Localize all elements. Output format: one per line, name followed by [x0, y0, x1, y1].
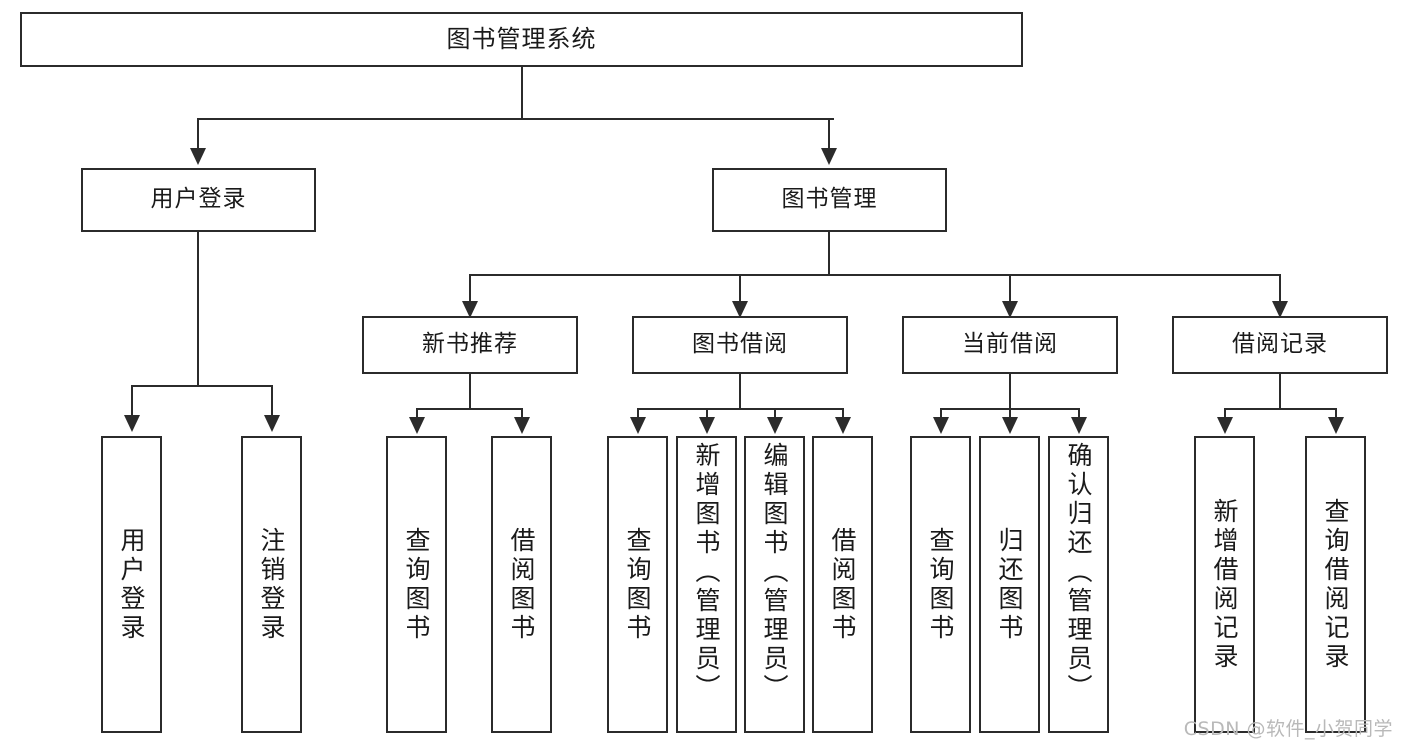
connector-login-to-leaf-1 [131, 385, 133, 417]
connector-borrow-to-leaf-1 [637, 408, 639, 419]
node-label: 借阅记录 [1232, 331, 1328, 358]
leaf-borrow-query-book[interactable]: 查询图书 [607, 436, 668, 733]
node-book-management[interactable]: 图书管理 [712, 168, 947, 232]
leaf-current-query-book[interactable]: 查询图书 [910, 436, 971, 733]
leaf-newbook-query-book[interactable]: 查询图书 [386, 436, 447, 733]
node-label: 借阅图书 [507, 526, 536, 643]
arrowhead-icon [835, 417, 851, 434]
connector-login-stem [197, 232, 199, 386]
node-label: 新书推荐 [422, 331, 518, 358]
arrowhead-icon [462, 301, 478, 318]
leaf-borrow-edit-book-admin[interactable]: 编辑图书（管理员） [744, 436, 805, 733]
arrowhead-icon [409, 417, 425, 434]
node-label: 查询借阅记录 [1321, 497, 1350, 672]
node-label: 查询图书 [402, 526, 431, 643]
watermark-text: CSDN @软件_小贺同学 [1183, 718, 1393, 740]
connector-root-to-bookmgmt [828, 118, 830, 150]
node-label: 图书管理 [781, 186, 878, 213]
connector-login-bus [131, 385, 272, 387]
arrowhead-icon [933, 417, 949, 434]
connector-record-to-leaf-2 [1335, 408, 1337, 419]
leaf-newbook-borrow-book[interactable]: 借阅图书 [491, 436, 552, 733]
connector-current-stem [1009, 374, 1011, 409]
arrowhead-icon [1272, 301, 1288, 318]
node-user-login[interactable]: 用户登录 [81, 168, 316, 232]
leaf-borrow-add-book-admin[interactable]: 新增图书（管理员） [676, 436, 737, 733]
connector-login-to-leaf-2 [271, 385, 273, 417]
connector-newbook-to-leaf-2 [521, 408, 523, 419]
connector-borrow-stem [739, 374, 741, 409]
arrowhead-icon [1071, 417, 1087, 434]
node-label: 图书管理系统 [446, 25, 597, 54]
connector-bookmgmt-to-current [1009, 274, 1011, 303]
connector-borrow-bus [637, 408, 844, 410]
connector-bookmgmt-to-new-book [469, 274, 471, 303]
node-label: 查询图书 [926, 526, 955, 643]
connector-root-to-login [197, 118, 199, 150]
node-root-system[interactable]: 图书管理系统 [20, 12, 1023, 67]
arrowhead-icon [1002, 417, 1018, 434]
arrowhead-icon [124, 415, 140, 432]
connector-current-to-leaf-1 [940, 408, 942, 419]
connector-bookmgmt-to-record [1279, 274, 1281, 303]
connector-newbook-bus [416, 408, 522, 410]
arrowhead-icon [821, 148, 837, 165]
node-label: 编辑图书（管理员） [760, 442, 789, 703]
leaf-current-confirm-return-admin[interactable]: 确认归还（管理员） [1048, 436, 1109, 733]
leaf-record-add-record[interactable]: 新增借阅记录 [1194, 436, 1255, 733]
node-label: 图书借阅 [692, 331, 788, 358]
node-label: 归还图书 [995, 526, 1024, 643]
connector-current-to-leaf-2 [1009, 408, 1011, 419]
arrowhead-icon [1002, 301, 1018, 318]
node-label: 注销登录 [257, 526, 286, 643]
connector-borrow-to-leaf-4 [842, 408, 844, 419]
node-label: 用户登录 [117, 526, 146, 643]
connector-record-stem [1279, 374, 1281, 409]
node-label: 查询图书 [623, 526, 652, 643]
node-new-book-recommend[interactable]: 新书推荐 [362, 316, 578, 374]
connector-bookmgmt-stem [828, 232, 830, 275]
leaf-user-login[interactable]: 用户登录 [101, 436, 162, 733]
connector-newbook-to-leaf-1 [416, 408, 418, 419]
connector-record-to-leaf-1 [1224, 408, 1226, 419]
arrowhead-icon [264, 415, 280, 432]
connector-root-stem [521, 67, 523, 119]
arrowhead-icon [514, 417, 530, 434]
arrowhead-icon [699, 417, 715, 434]
leaf-current-return-book[interactable]: 归还图书 [979, 436, 1040, 733]
arrowhead-icon [732, 301, 748, 318]
connector-bookmgmt-bus [469, 274, 1281, 276]
node-label: 确认归还（管理员） [1064, 442, 1093, 703]
leaf-record-query-record[interactable]: 查询借阅记录 [1305, 436, 1366, 733]
leaf-logout[interactable]: 注销登录 [241, 436, 302, 733]
connector-record-bus [1224, 408, 1335, 410]
node-label: 新增图书（管理员） [692, 442, 721, 703]
node-label: 借阅图书 [828, 526, 857, 643]
arrowhead-icon [767, 417, 783, 434]
connector-bookmgmt-to-borrow [739, 274, 741, 303]
node-borrow-record[interactable]: 借阅记录 [1172, 316, 1388, 374]
node-label: 新增借阅记录 [1210, 497, 1239, 672]
node-label: 当前借阅 [962, 331, 1058, 358]
connector-borrow-to-leaf-2 [706, 408, 708, 419]
arrowhead-icon [630, 417, 646, 434]
node-book-borrow[interactable]: 图书借阅 [632, 316, 848, 374]
connector-current-to-leaf-3 [1078, 408, 1080, 419]
arrowhead-icon [1328, 417, 1344, 434]
connector-root-bus [197, 118, 834, 120]
node-current-borrow[interactable]: 当前借阅 [902, 316, 1118, 374]
node-label: 用户登录 [150, 186, 247, 213]
connector-borrow-to-leaf-3 [774, 408, 776, 419]
connector-newbook-stem [469, 374, 471, 409]
arrowhead-icon [190, 148, 206, 165]
leaf-borrow-borrow-book[interactable]: 借阅图书 [812, 436, 873, 733]
arrowhead-icon [1217, 417, 1233, 434]
